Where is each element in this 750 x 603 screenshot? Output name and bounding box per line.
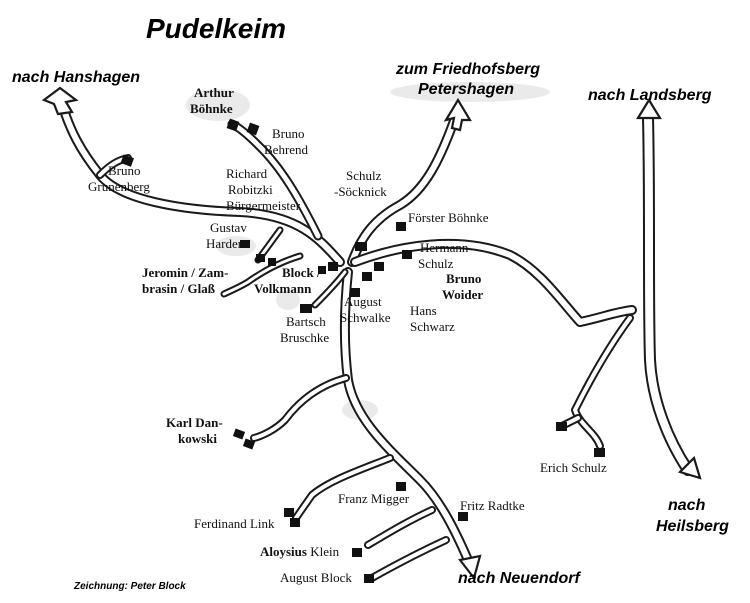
house-marker (232, 428, 246, 440)
house-marker (355, 242, 367, 251)
direction-arrows (41, 86, 702, 581)
house-marker (256, 254, 265, 262)
label-gustav: Harder (206, 236, 243, 251)
house-marker (290, 518, 300, 527)
map-title: Pudelkeim (146, 13, 286, 44)
house-marker (242, 438, 256, 450)
road-east (350, 238, 637, 327)
label-bartsch: Bartsch (286, 314, 326, 329)
label-arthur: Böhnke (190, 101, 233, 116)
house-marker (284, 508, 294, 517)
label-friedhofsberg: zum Friedhofsberg (395, 61, 540, 78)
house-marker (120, 154, 135, 167)
label-aloysius-first: Aloysius (260, 544, 307, 559)
house-marker (402, 250, 412, 259)
arrow-friedhofsberg (443, 97, 472, 132)
arrow-landsberg (636, 97, 662, 120)
label-august-block: August Block (280, 570, 352, 585)
label-hermann: Schulz (418, 256, 454, 271)
label-arthur: Arthur (194, 85, 234, 100)
label-hans-schwarz: Hans (410, 303, 437, 318)
house-marker (362, 272, 372, 281)
label-hans-schwarz: Schwarz (410, 319, 455, 334)
map-credit: Zeichnung: Peter Block (73, 581, 186, 592)
label-foerster: Förster Böhnke (408, 210, 489, 225)
house-marker (396, 222, 406, 231)
label-franz-migger: Franz Migger (338, 491, 410, 506)
resident-labels: Arthur Böhnke Bruno Behrend Bruno Grunen… (88, 85, 607, 585)
label-bruno-behrend: Behrend (264, 142, 309, 157)
label-karl-dankowski: Karl Dan- (166, 415, 223, 430)
arrow-heilsberg (677, 455, 702, 480)
label-neuendorf: nach Neuendorf (458, 570, 581, 587)
house-marker (240, 240, 250, 248)
label-petershagen: Petershagen (418, 81, 514, 98)
label-ferdinand-link-text: Ferdinand Link (194, 516, 275, 531)
label-hermann: Hermann (420, 240, 469, 255)
label-richard: Bürgermeister (226, 198, 301, 213)
house-marker (268, 258, 276, 266)
house-marker (300, 304, 312, 313)
label-heilsberg-1: nach (668, 497, 706, 514)
label-block-volkmann: Volkmann (254, 281, 312, 296)
label-jeromin: Jeromin / Zam- (142, 265, 228, 280)
road-landsberg-heilsberg (642, 112, 694, 476)
house-marker (318, 266, 326, 274)
house-marker (364, 574, 374, 583)
house-marker (226, 118, 240, 132)
label-gustav: Gustav (210, 220, 247, 235)
label-karl-dankowski: kowski (178, 431, 217, 446)
label-bruno-woider: Bruno (446, 271, 481, 286)
label-august-schwalke: August (344, 294, 382, 309)
label-schulz-soecknick: -Söcknick (334, 184, 387, 199)
label-schulz-soecknick: Schulz (346, 168, 382, 183)
label-fritz-radtke: Fritz Radtke (460, 498, 525, 513)
house-marker (396, 482, 406, 491)
label-ferdinand-link: Ferdinand Link (194, 516, 275, 531)
label-erich-schulz: Erich Schulz (540, 460, 607, 475)
label-bruno-grunenberg: Grunenberg (88, 179, 150, 194)
label-jeromin: brasin / Glaß (142, 281, 215, 296)
label-hanshagen: nach Hanshagen (12, 69, 140, 86)
label-bruno-grunenberg: Bruno (108, 163, 141, 178)
label-richard: Richard (226, 166, 268, 181)
arrow-hanshagen (41, 86, 79, 116)
house-marker (246, 122, 260, 136)
label-landsberg: nach Landsberg (588, 87, 712, 104)
label-august-schwalke: Schwalke (340, 310, 391, 325)
label-bruno-behrend: Bruno (272, 126, 305, 141)
label-block-volkmann: Block / (282, 265, 321, 280)
house-marker (374, 262, 384, 271)
label-bruno-woider: Woider (442, 287, 483, 302)
label-heilsberg-2: Heilsberg (656, 518, 729, 535)
label-aloysius-klein: Aloysius Klein (260, 544, 340, 559)
house-marker (352, 548, 362, 557)
house-markers (120, 118, 605, 583)
house-marker (328, 262, 338, 271)
label-bartsch: Bruschke (280, 330, 329, 345)
house-marker (458, 512, 468, 521)
house-marker (350, 288, 360, 297)
house-marker (556, 422, 567, 431)
house-marker (594, 448, 605, 457)
arrow-neuendorf (458, 554, 482, 581)
label-richard: Robitzki (228, 182, 273, 197)
label-aloysius-last: Klein (307, 544, 340, 559)
